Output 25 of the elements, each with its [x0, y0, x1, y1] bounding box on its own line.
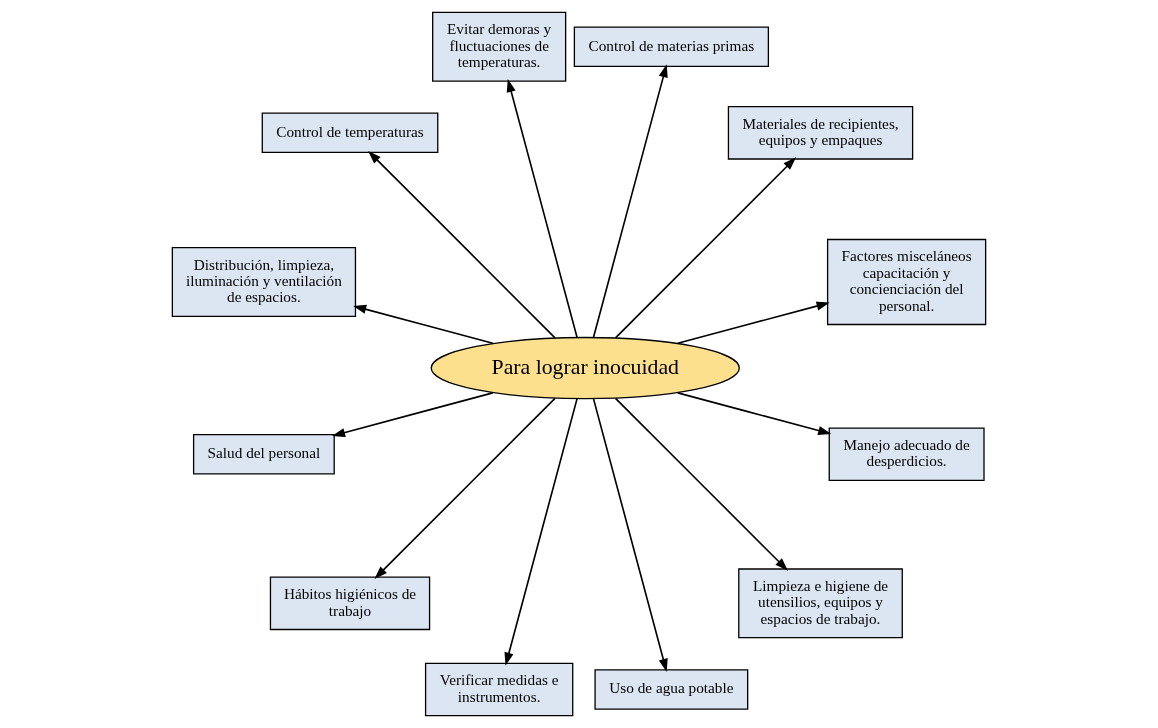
arrow — [592, 64, 668, 339]
node-box: Control de materias primas — [573, 26, 770, 67]
arrow — [676, 392, 832, 436]
node-box: Verificar medidas e instrumentos. — [424, 662, 574, 717]
arrow — [332, 392, 494, 437]
arrow — [368, 150, 556, 339]
arrow — [614, 397, 788, 571]
node-box: Factores misceláneos capacitación y concienciación del personal. — [826, 238, 987, 326]
node-box: Salud del personal — [192, 433, 335, 475]
arrow — [506, 78, 578, 339]
node-box: Evitar demoras y fluctuaciones de temperaturas. — [432, 11, 567, 82]
node-ellipse: Para lograr inocuidad — [430, 336, 740, 400]
arrow — [374, 397, 556, 579]
node-box: Manejo adecuado de desperdicios. — [828, 427, 985, 481]
node-box: Control de temperaturas — [261, 112, 439, 154]
node-box: Hábitos higiénicos de trabajo — [269, 576, 431, 631]
node-box: Distribución, limpieza, iluminación y ventilación de espacios. — [171, 247, 357, 317]
node-box: Limpieza e higiene de utensilios, equipos y espacios de trabajo. — [738, 568, 903, 639]
arrow — [614, 157, 797, 339]
node-box: Materiales de recipientes, equipos y empaques — [727, 106, 914, 160]
arrow — [676, 301, 830, 345]
arrow — [504, 398, 578, 666]
arrow — [592, 398, 668, 672]
node-box: Uso de agua potable — [594, 669, 749, 710]
arrow — [353, 304, 494, 345]
